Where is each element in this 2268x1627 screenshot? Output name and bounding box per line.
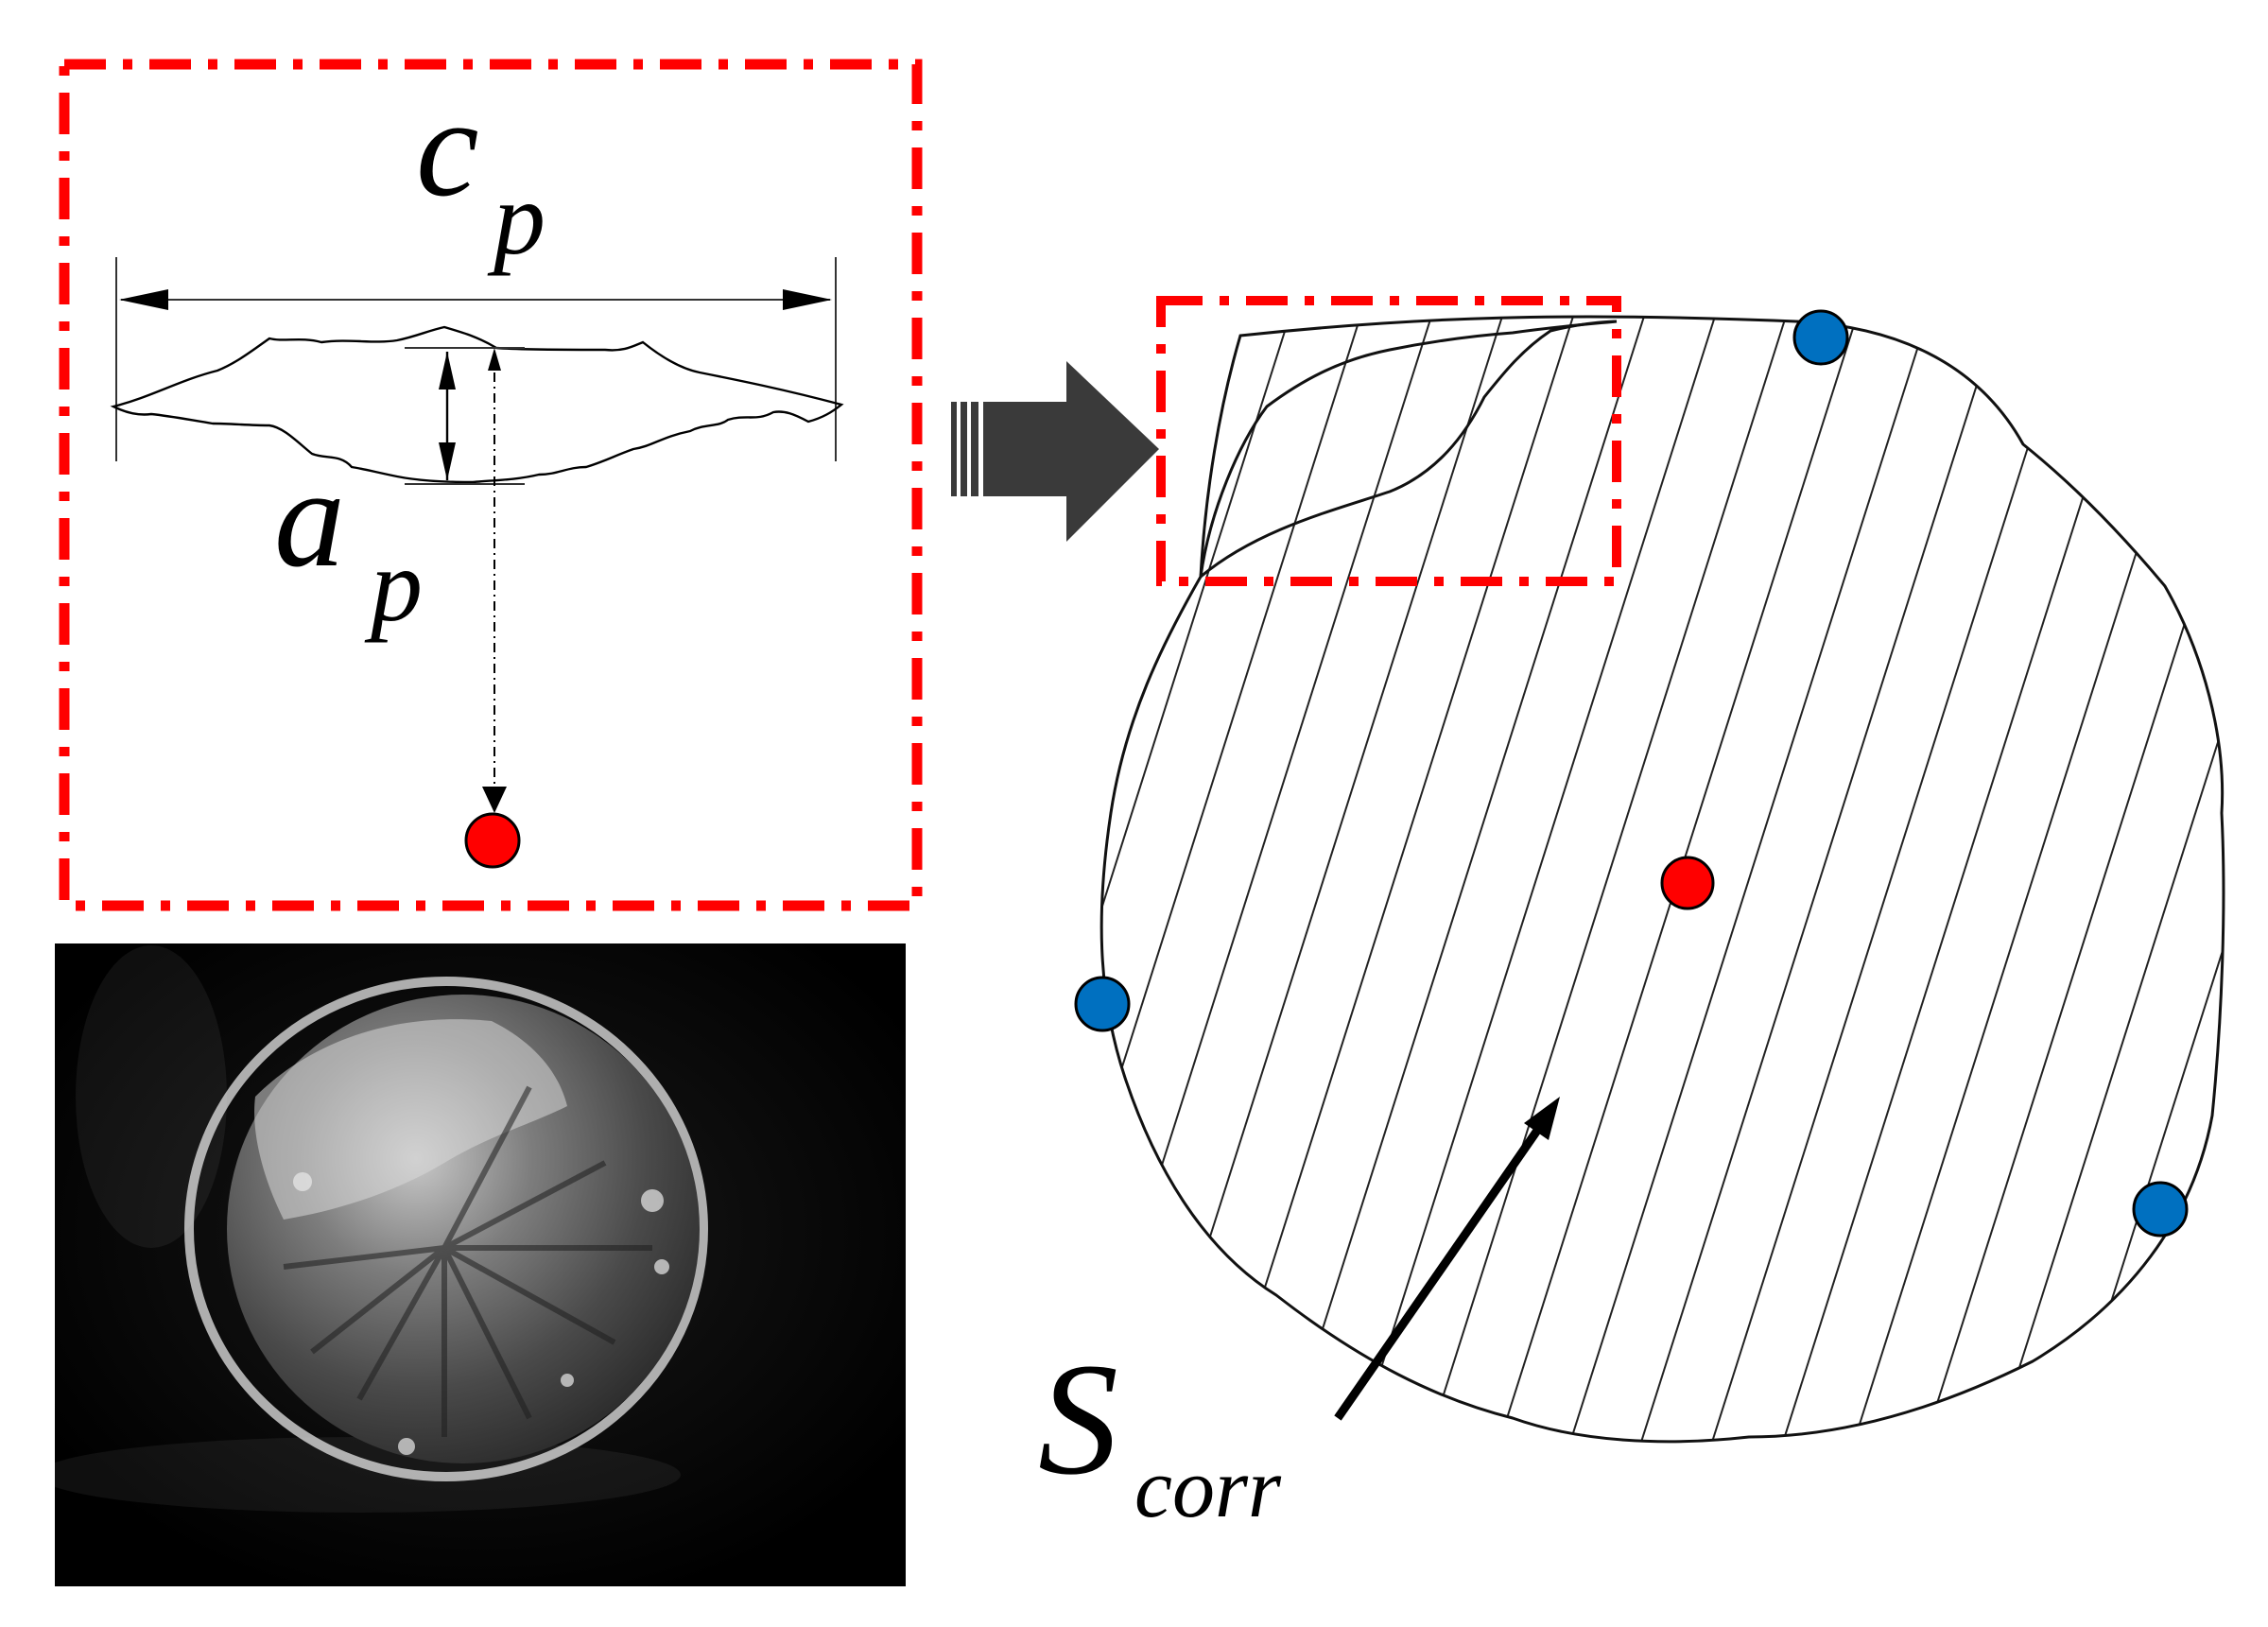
scorr-label-sub: corr [1134,1442,1282,1535]
ap-label-sub: p [364,528,423,643]
cp-label-sub: p [487,161,545,276]
arrow-body [983,361,1159,542]
pit-outer-edge [1199,320,1618,578]
hatch-line [1913,317,2224,1442]
ap-arrowhead-bottom [439,442,456,480]
hatch-line [1843,317,2223,1442]
hatch-line [1101,317,1372,1442]
hatch-line [2126,317,2224,1442]
projection-arrowhead-bottom [482,787,507,813]
ap-label-main: a [274,440,345,597]
hatch-line [1417,317,1797,1442]
crack-origin-point [464,812,521,869]
hatch-line [2197,317,2224,1442]
hatch-line [1701,317,2081,1442]
scorr-label-main: S [1038,1330,1118,1508]
hatch-line [1630,317,2010,1442]
arrow-stripe-1 [951,402,957,496]
section-outline [1099,315,2225,1444]
surface-bright-region [254,1019,567,1220]
hatch-line [1346,317,1726,1442]
hatch-line [1101,317,1301,1442]
pit-detail-frame [1156,296,1621,586]
hatch-line [2055,317,2224,1442]
surface-texture [283,1085,652,1437]
cp-arrowhead-right [783,289,832,310]
scorr-pointer-head [1524,1097,1560,1140]
right-arrow-icon [951,361,1159,542]
surface-speckles [293,1172,669,1455]
cp-label-main: c [416,69,479,226]
fracture-photo [55,943,906,1586]
arrow-stripe-3 [971,402,978,496]
photo-haze-bottom [55,1437,681,1513]
hatch-line [1204,317,1584,1442]
photo-haze-left [76,945,227,1248]
hatch-line [1559,317,1939,1442]
center-point [1660,856,1715,910]
crack-profile [110,325,844,484]
arrow-stripe-2 [961,402,967,496]
ap-arrowhead-top [439,352,456,389]
scorr-pointer-line [1334,1122,1545,1421]
pit-boundary [1200,320,1618,579]
projection-arrowhead-top [488,348,501,371]
measurement-point-top [1792,309,1849,366]
specimen-rim [184,977,708,1481]
hatch-line [1275,317,1655,1442]
hatch-line [1134,317,1514,1442]
crack-detail-panel: c p a p [59,59,923,911]
hatch-line [1984,317,2224,1442]
hatch-line [1772,317,2152,1442]
measurement-point-right [2132,1181,2189,1238]
cp-arrowhead-left [119,289,168,310]
measurement-point-left [1074,976,1131,1032]
crack-detail-frame [59,59,923,911]
